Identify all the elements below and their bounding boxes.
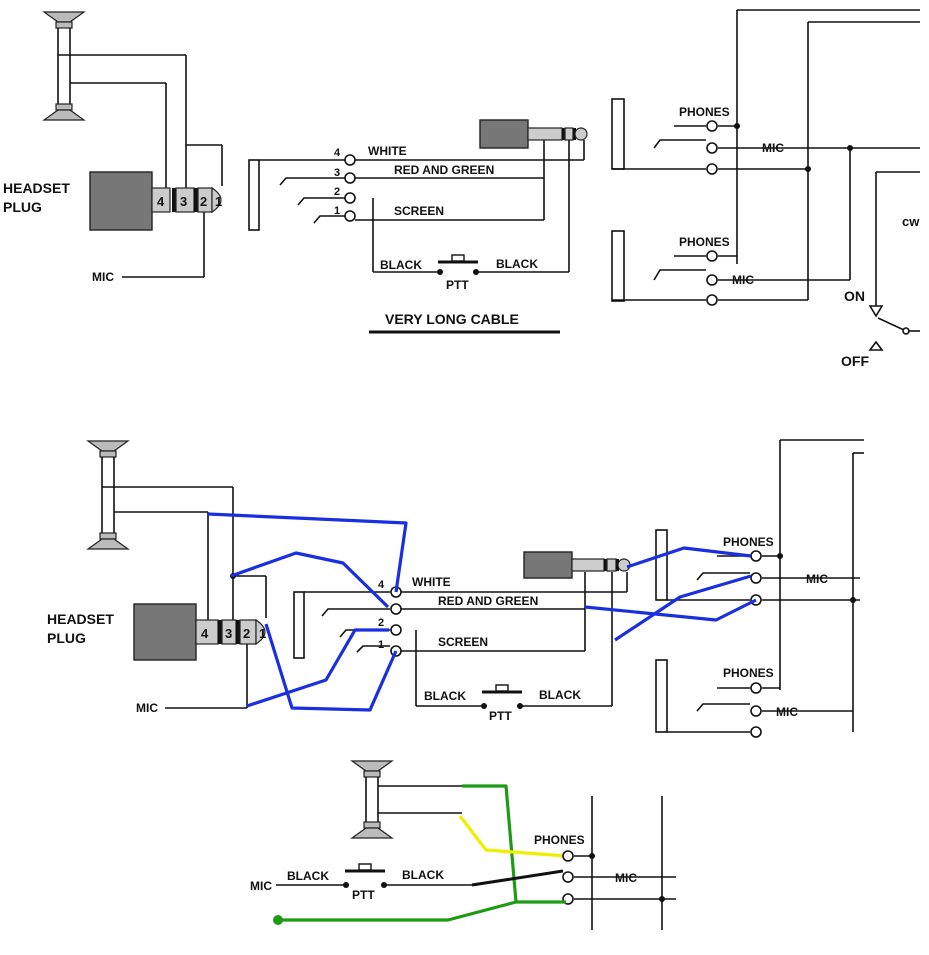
mic-label-mid-bottom: MIC (776, 705, 798, 719)
phones-label-bottom-diagram: PHONES (534, 833, 585, 847)
ptt-switch (437, 254, 479, 275)
jack2-pin-2: 2 (378, 617, 384, 629)
switch-off-label: OFF (841, 353, 869, 369)
switch-on-label: ON (844, 288, 865, 304)
green-wire-end-dot (273, 915, 283, 925)
jack-pin-2: 2 (334, 186, 340, 198)
mic-label-bottom-diagram: MIC (615, 871, 637, 885)
phones-label-mid-bottom: PHONES (723, 666, 774, 680)
phones-panel-top (611, 98, 625, 170)
screen-wire-label: SCREEN (394, 204, 444, 218)
plug-pin-label-1: 1 (215, 194, 222, 209)
ptt-switch-3 (343, 863, 387, 888)
black-wire-label-right-2: BLACK (539, 688, 581, 702)
phones-label-top: PHONES (679, 105, 730, 119)
very-long-cable-label: VERY LONG CABLE (385, 311, 519, 327)
phones-panel-mid-top (655, 529, 668, 601)
headphone-speaker-icon-2 (86, 440, 130, 550)
plug-pin-label-3: 3 (180, 194, 187, 209)
headphone-speaker-icon-3 (350, 760, 394, 839)
mic-label-top: MIC (762, 141, 784, 155)
blue-rewiring-overlay (207, 512, 757, 712)
headset-plug (89, 171, 222, 231)
jack-pin-1: 1 (334, 205, 340, 217)
black-wire-label-right-3: BLACK (402, 868, 444, 882)
ptt-label: PTT (446, 278, 469, 292)
cable-plug (479, 119, 588, 149)
plug-pin-label-2: 2 (200, 194, 207, 209)
black-wire-label-right: BLACK (496, 257, 538, 271)
plug2-pin-1: 1 (259, 626, 266, 641)
phones-panel-mid-bottom (655, 659, 668, 733)
cw-label: cw (902, 214, 920, 229)
headset-plug-title-2: HEADSET (47, 611, 114, 627)
ptt-label-2: PTT (489, 709, 512, 723)
white-wire-label: WHITE (368, 144, 407, 158)
white-wire-label-2: WHITE (412, 575, 451, 589)
black-wire-label-left-2: BLACK (424, 689, 466, 703)
jack-panel (248, 159, 260, 231)
plug2-pin-2: 2 (243, 626, 250, 641)
headset-plug-title: HEADSET (3, 180, 70, 196)
mic-label: MIC (92, 270, 114, 284)
black-wire-label-left: BLACK (380, 258, 422, 272)
plug2-pin-4: 4 (201, 626, 209, 641)
headphone-speaker-icon (42, 11, 86, 121)
phones-label-mid-top: PHONES (723, 535, 774, 549)
phones-label-bottom: PHONES (679, 235, 730, 249)
jack-pin-4: 4 (334, 147, 341, 159)
headset-plug-2 (133, 603, 266, 661)
mic-label-bottom: MIC (732, 273, 754, 287)
mic-label-3: MIC (250, 879, 272, 893)
ptt-label-3: PTT (352, 888, 375, 902)
black-wire-label-left-3: BLACK (287, 869, 329, 883)
screen-wire-label-2: SCREEN (438, 635, 488, 649)
phones-panel-bottom (611, 230, 625, 302)
red-green-wire-label-2: RED AND GREEN (438, 594, 538, 608)
red-green-wire-label: RED AND GREEN (394, 163, 494, 177)
jack2-pin-1: 1 (378, 639, 384, 651)
jack2-pin-4: 4 (378, 579, 385, 591)
plug-pin-label-4: 4 (157, 194, 165, 209)
bottom-diagram: PHONES MIC MIC BLACK BLACK PTT (250, 760, 676, 930)
cable-plug-2 (523, 551, 631, 579)
headset-plug-subtitle: PLUG (3, 199, 42, 215)
ptt-switch-2 (481, 684, 523, 709)
middle-diagram: 4 3 2 1 HEADSET PLUG MIC 4 2 1 WHITE RED… (47, 439, 864, 738)
headset-plug-subtitle-2: PLUG (47, 630, 86, 646)
top-diagram: 4 3 2 1 HEADSET PLUG MIC 4 3 2 1 WHITE R… (3, 9, 920, 369)
jack-pin-3: 3 (334, 167, 340, 179)
mic-label-2: MIC (136, 701, 158, 715)
mic-label-mid-top: MIC (806, 572, 828, 586)
jack-panel-2 (293, 591, 305, 659)
plug2-pin-3: 3 (225, 626, 232, 641)
